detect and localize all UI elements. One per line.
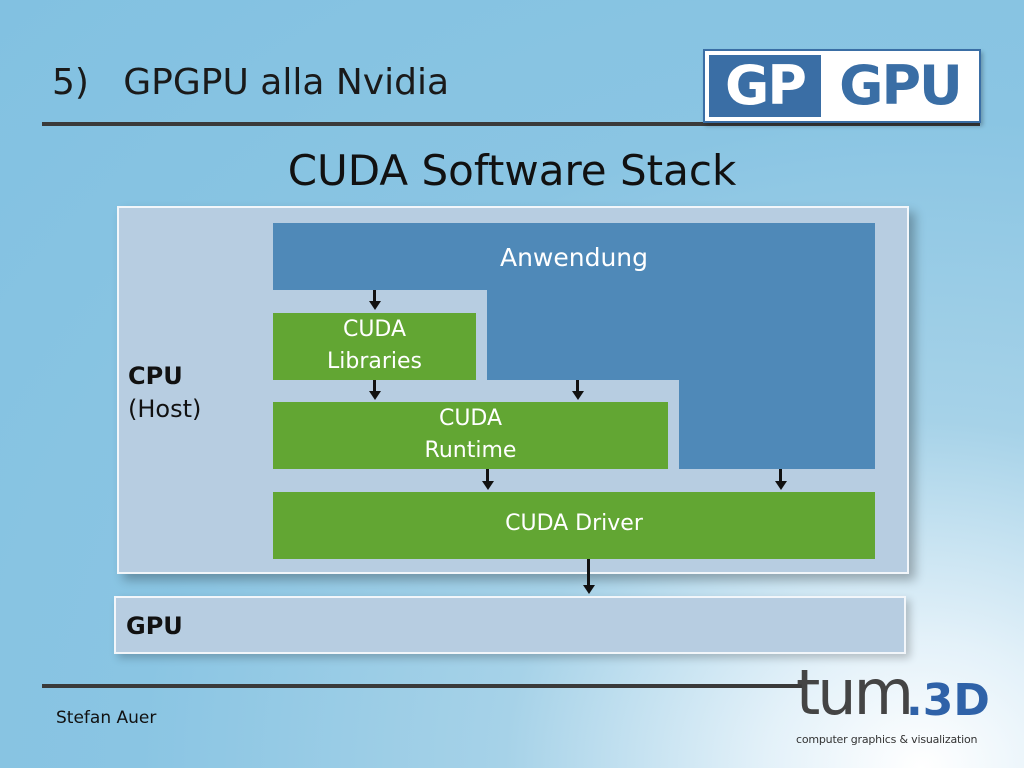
- slide-title: CUDA Software Stack: [287, 146, 737, 195]
- gpgpu-logo-gp: GP: [709, 55, 821, 117]
- cuda-runtime-block: CUDA Runtime: [273, 402, 668, 469]
- cuda-libraries-block: CUDA Libraries: [273, 313, 476, 380]
- cuda-libraries-line1: CUDA: [342, 317, 407, 342]
- cuda-driver-label: CUDA Driver: [505, 511, 643, 536]
- cuda-runtime-line2: Runtime: [424, 438, 517, 463]
- header-divider: [42, 122, 980, 126]
- tum-tagline: computer graphics & visualization: [796, 733, 978, 746]
- arrow-libraries-to-runtime: [373, 380, 376, 392]
- arrow-libraries-to-runtime-head: [369, 391, 381, 400]
- cuda-libraries-line2: Libraries: [326, 349, 422, 374]
- slide-section-title: 5) GPGPU alla Nvidia: [52, 62, 450, 103]
- arrow-driver-to-gpu: [587, 559, 590, 586]
- arrow-driver-to-gpu-head: [583, 585, 595, 594]
- tum-logo-3d: .3D: [906, 675, 990, 726]
- gpgpu-logo-gpu: GPU: [839, 54, 963, 117]
- gpu-label: GPU: [126, 612, 183, 640]
- arrow-runtime-to-driver: [486, 469, 489, 482]
- tum-logo: tum: [796, 656, 914, 729]
- arrow-app-to-libraries: [373, 290, 376, 302]
- application-step-right: [679, 379, 875, 469]
- arrow-runtime-to-driver-head: [482, 481, 494, 490]
- application-label: Anwendung: [499, 243, 649, 272]
- footer-divider: [42, 684, 802, 688]
- cpu-label: CPU: [128, 362, 183, 390]
- arrow-app-to-libraries-head: [369, 301, 381, 310]
- arrow-app-to-driver: [779, 469, 782, 482]
- arrow-app-to-driver-head: [775, 481, 787, 490]
- cpu-host-label: CPU (Host): [128, 360, 201, 426]
- cuda-runtime-line1: CUDA: [438, 406, 503, 431]
- arrow-app-to-runtime: [576, 380, 579, 392]
- cuda-driver-block: CUDA Driver: [273, 492, 875, 559]
- author-name: Stefan Auer: [56, 708, 157, 728]
- gpu-panel: [114, 596, 906, 654]
- gpgpu-logo: GP GPU: [703, 49, 981, 123]
- arrow-app-to-runtime-head: [572, 391, 584, 400]
- application-block: Anwendung: [273, 223, 875, 290]
- host-label: (Host): [128, 395, 202, 423]
- application-step-middle: [487, 289, 875, 380]
